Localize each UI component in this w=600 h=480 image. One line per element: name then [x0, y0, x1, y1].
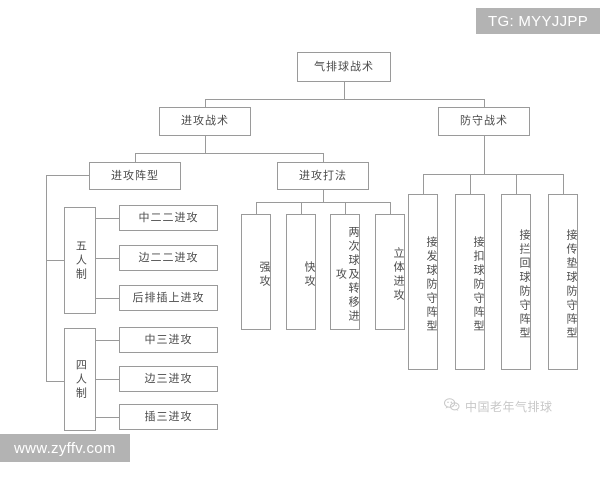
connector-defense-bus: [423, 174, 563, 175]
connector-offense-bus: [135, 153, 323, 154]
connector-formation-spine: [46, 175, 47, 381]
connector-playstyle-drop: [323, 153, 324, 162]
wechat-icon: [444, 398, 460, 415]
connector-defense-stem: [484, 136, 485, 174]
node-root[interactable]: 气排球战术: [297, 52, 391, 82]
tg-banner: TG: MYYJJPP: [476, 8, 600, 34]
node-offense-formation[interactable]: 进攻阵型: [89, 162, 181, 190]
connector-five-in: [46, 260, 64, 261]
node-attack-bian-er-er[interactable]: 边二二进攻: [119, 245, 218, 271]
wechat-watermark: 中国老年气排球: [444, 398, 553, 415]
node-play-qianggong[interactable]: 强攻: [241, 214, 271, 330]
connector-offense-stem: [205, 136, 206, 153]
connector-root-bus: [205, 99, 484, 100]
connector-five-child-1: [96, 218, 119, 219]
node-play-liti-jingong[interactable]: 立体进攻: [375, 214, 405, 330]
connector-def-1: [423, 174, 424, 194]
connector-play-3: [345, 202, 346, 214]
connector-defense-drop: [484, 99, 485, 108]
node-offense-tactics[interactable]: 进攻战术: [159, 107, 251, 136]
connector-playstyle-stem: [323, 190, 324, 202]
node-four-player-system[interactable]: 四人制: [64, 328, 96, 431]
connector-four-child-3: [96, 417, 119, 418]
node-attack-bian-san[interactable]: 边三进攻: [119, 366, 218, 392]
connector-def-3: [516, 174, 517, 194]
node-attack-zhong-er-er[interactable]: 中二二进攻: [119, 205, 218, 231]
connector-play-2: [301, 202, 302, 214]
connector-offense-drop: [205, 99, 206, 108]
node-attack-cha-san[interactable]: 插三进攻: [119, 404, 218, 430]
node-defense-block-rebound[interactable]: 接拦回球防守阵型: [501, 194, 531, 370]
connector-four-in: [46, 381, 64, 382]
connector-play-1: [256, 202, 257, 214]
connector-formation-left: [46, 175, 90, 176]
connector-formation-drop: [135, 153, 136, 162]
node-play-kuaigong[interactable]: 快攻: [286, 214, 316, 330]
connector-root-stem: [344, 82, 345, 99]
connector-def-2: [470, 174, 471, 194]
connector-five-child-3: [96, 298, 119, 299]
node-offense-playstyle[interactable]: 进攻打法: [277, 162, 369, 190]
node-defense-serve-receive[interactable]: 接发球防守阵型: [408, 194, 438, 370]
connector-five-child-2: [96, 258, 119, 259]
connector-play-4: [390, 202, 391, 214]
node-five-player-system[interactable]: 五人制: [64, 207, 96, 314]
node-attack-zhong-san[interactable]: 中三进攻: [119, 327, 218, 353]
node-defense-set-dig-receive[interactable]: 接传垫球防守阵型: [548, 194, 578, 370]
node-defense-tactics[interactable]: 防守战术: [438, 107, 530, 136]
node-play-liangciqiu-zhuanyi[interactable]: 两次球及转移进攻: [330, 214, 360, 330]
node-defense-spike-receive[interactable]: 接扣球防守阵型: [455, 194, 485, 370]
connector-playstyle-bus: [256, 202, 390, 203]
connector-four-child-2: [96, 379, 119, 380]
connector-four-child-1: [96, 340, 119, 341]
watermark-label: 中国老年气排球: [465, 400, 553, 414]
node-attack-houpai-chashang[interactable]: 后排插上进攻: [119, 285, 218, 311]
site-banner: www.zyffv.com: [0, 434, 130, 462]
connector-def-4: [563, 174, 564, 194]
